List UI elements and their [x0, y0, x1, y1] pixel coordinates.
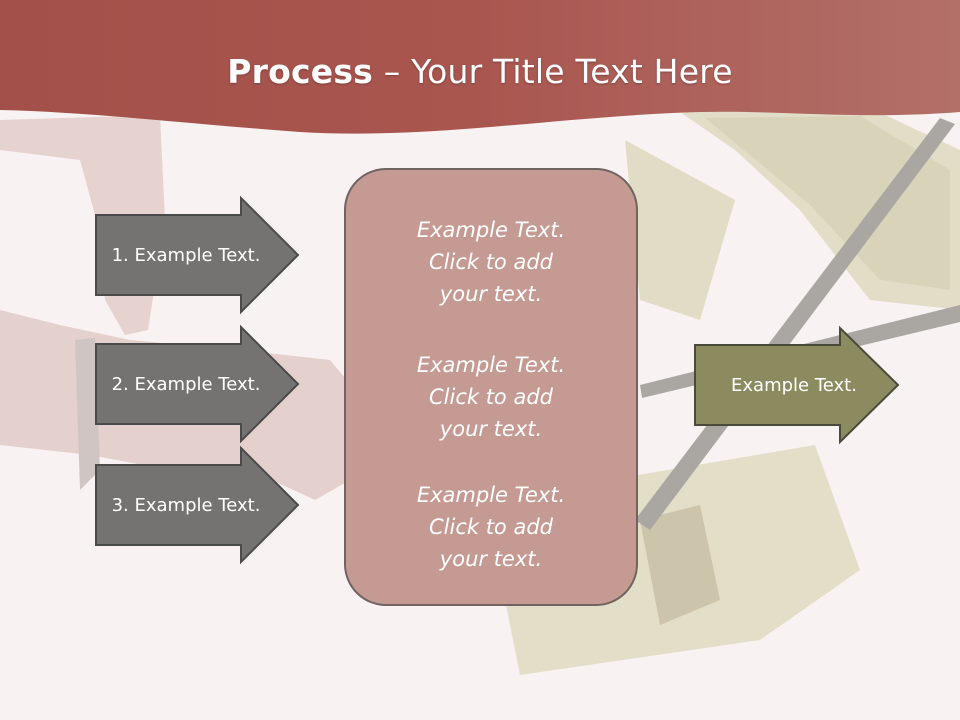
- step-arrow-1[interactable]: 1. Example Text.: [95, 195, 300, 315]
- dollar-bill-left: [625, 140, 735, 320]
- center-paragraph-2: Example Text. Click to add your text.: [416, 353, 566, 441]
- step-arrow-2[interactable]: 2. Example Text.: [95, 324, 300, 444]
- center-paragraph-1: Example Text. Click to add your text.: [416, 218, 566, 306]
- step-arrow-1-label: 1. Example Text.: [111, 244, 261, 266]
- result-arrow[interactable]: Example Text.: [694, 325, 900, 445]
- step-arrow-3-label: 3. Example Text.: [111, 494, 261, 516]
- center-text-box[interactable]: Example Text. Click to add your text. Ex…: [344, 168, 638, 606]
- center-paragraph-3: Example Text. Click to add your text.: [416, 483, 566, 571]
- result-arrow-label: Example Text.: [731, 374, 857, 396]
- step-arrow-2-label: 2. Example Text.: [111, 373, 261, 395]
- title-strong: Process: [227, 52, 374, 91]
- step-arrow-3[interactable]: 3. Example Text.: [95, 445, 300, 565]
- title-rest: – Your Title Text Here: [373, 52, 733, 91]
- slide-title[interactable]: Process – Your Title Text Here: [0, 52, 960, 91]
- header-band: [0, 0, 960, 134]
